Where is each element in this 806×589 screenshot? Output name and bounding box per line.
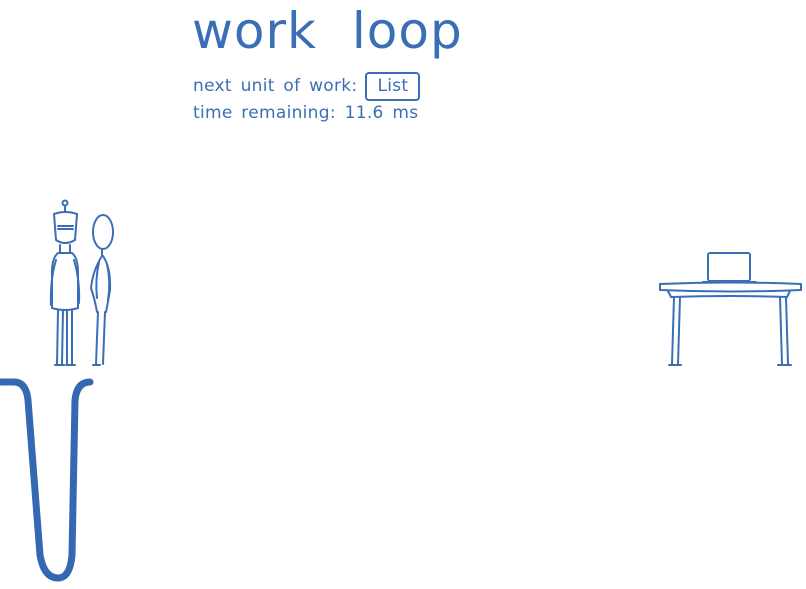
next-unit-value: List	[365, 72, 421, 101]
time-remaining-row: time remaining: 11.6 ms	[193, 103, 418, 123]
desk-icon	[659, 281, 802, 366]
laptop-icon	[702, 252, 757, 283]
time-remaining-label: time remaining:	[193, 103, 336, 123]
robot-figure-icon	[49, 199, 81, 366]
page-title: work loop	[192, 2, 463, 60]
person-figure-icon	[90, 214, 114, 366]
next-unit-label: next unit of work:	[193, 76, 358, 96]
pipe-icon	[0, 378, 94, 582]
time-remaining-value: 11.6 ms	[344, 103, 419, 123]
next-unit-row: next unit of work: List	[193, 72, 421, 101]
